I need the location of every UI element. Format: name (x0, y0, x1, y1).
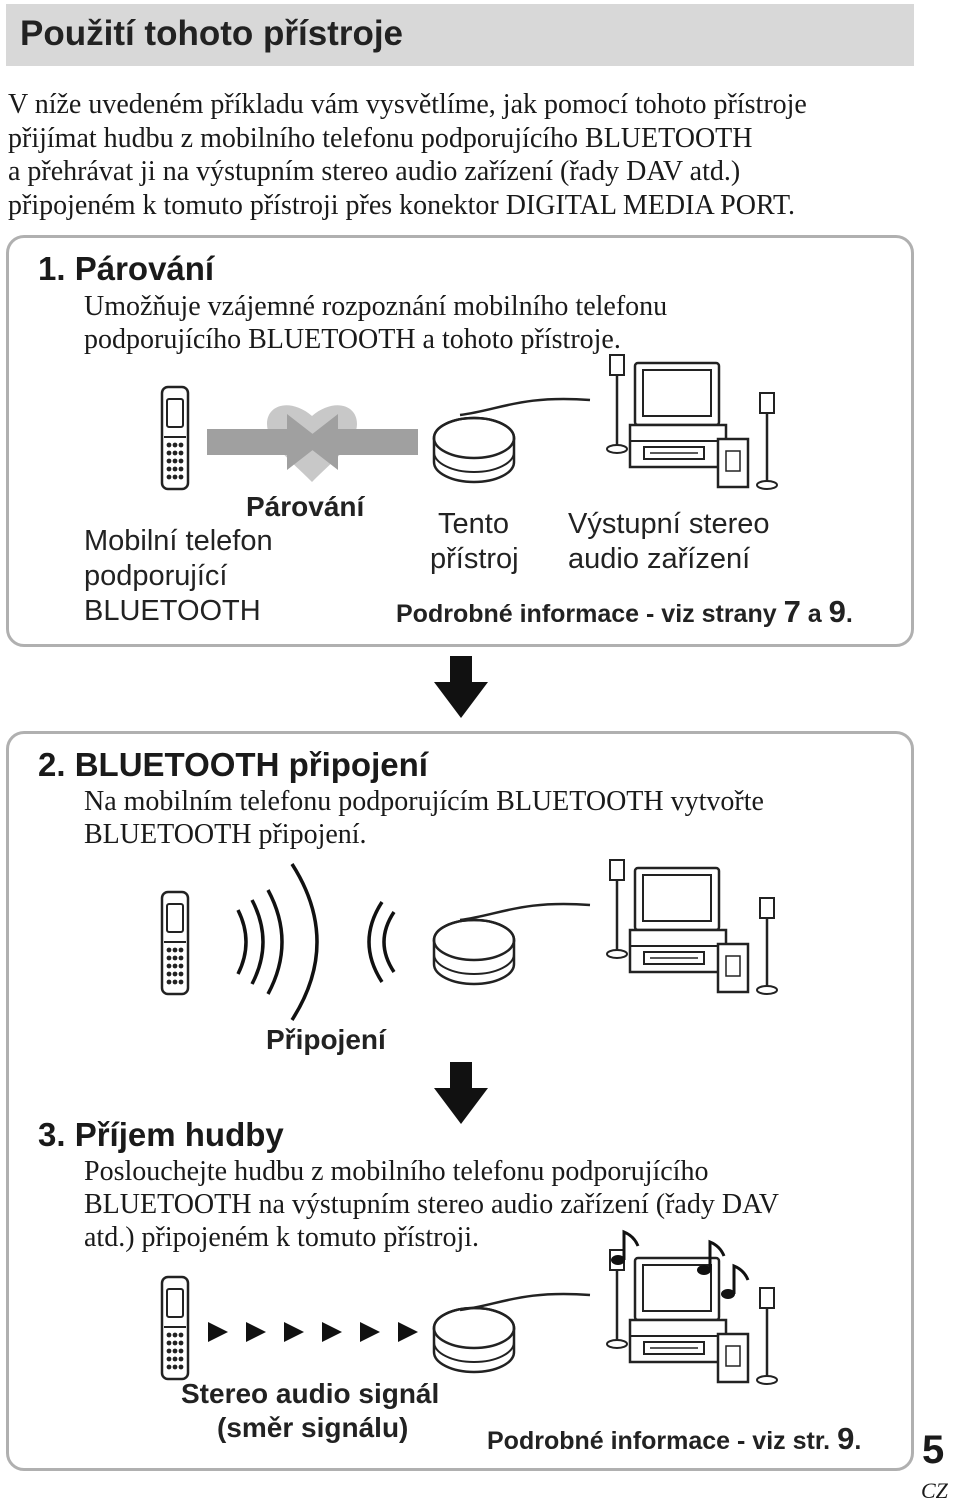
signal-label-line-2: (směr signálu) (217, 1412, 409, 1443)
music-note-icon (697, 1239, 726, 1275)
step3-heading: 3. Příjem hudby (38, 1116, 284, 1154)
step3-ref-prefix: Podrobné informace - viz str. (487, 1427, 838, 1455)
step1-ref-page-b: 9 (828, 594, 846, 629)
page-number: 5 (922, 1428, 945, 1472)
arrow-down-icon (434, 656, 488, 718)
bluetooth-adapter-icon (432, 918, 516, 986)
pairing-label: Párování (246, 491, 365, 522)
radio-waves-icon (236, 863, 396, 1021)
mobile-phone-icon (160, 385, 190, 491)
step1-number: 1. (38, 250, 66, 287)
home-theater-icon (458, 858, 779, 996)
step2-body-line-1: Na mobilním telefonu podporujícím BLUETO… (84, 786, 764, 817)
bluetooth-adapter-icon (432, 416, 516, 484)
output-label-line-2: audio zařízení (568, 543, 751, 575)
step2-number: 2. (38, 746, 66, 783)
step3-title: Příjem hudby (74, 1116, 284, 1153)
step1-title: Párování (74, 250, 215, 287)
step3-reference: Podrobné informace - viz str. 9. (487, 1421, 861, 1457)
step1-ref-prefix: Podrobné informace - viz strany (396, 600, 784, 628)
connection-label: Připojení (266, 1024, 386, 1055)
step1-ref-and: a (800, 600, 829, 628)
language-code: CZ (921, 1478, 948, 1503)
bluetooth-adapter-icon (432, 1306, 516, 1374)
step3-ref-page: 9 (837, 1421, 855, 1456)
mobile-phone-icon (160, 890, 190, 996)
signal-label-line-1: Stereo audio signál (181, 1378, 440, 1409)
page-title: Použití tohoto přístroje (20, 14, 404, 53)
pairing-heart-icon (207, 405, 418, 482)
signal-direction-icon (208, 1322, 418, 1342)
output-label-line-1: Výstupní stereo (568, 508, 770, 540)
phone-label-line-3: BLUETOOTH (84, 595, 261, 627)
title-bar (6, 4, 914, 66)
step1-body-line-2: podporujícího BLUETOOTH a tohoto přístro… (84, 324, 621, 355)
unit-label-line-2: přístroj (430, 543, 519, 575)
step3-body-line-3: atd.) připojeném k tomuto přístroji. (84, 1222, 480, 1253)
step3-body-line-2: BLUETOOTH na výstupním stereo audio zaří… (84, 1189, 779, 1220)
step3-number: 3. (38, 1116, 66, 1153)
intro-line-2: přijímat hudbu z mobilního telefonu podp… (8, 123, 753, 154)
intro-line-4: připojeném k tomuto přístroji přes konek… (8, 190, 795, 221)
step1-heading: 1. Párování (38, 250, 214, 288)
intro-line-3: a přehrávat ji na výstupním stereo audio… (8, 156, 741, 187)
step2-body-line-2: BLUETOOTH připojení. (84, 819, 367, 850)
phone-label-line-1: Mobilní telefon (84, 525, 273, 557)
step1-ref-suffix: . (845, 600, 853, 628)
step2-heading: 2. BLUETOOTH připojení (38, 746, 428, 784)
step1-reference: Podrobné informace - viz strany 7 a 9. (396, 594, 853, 630)
music-note-icon (721, 1263, 750, 1299)
step2-title: BLUETOOTH připojení (74, 746, 428, 783)
unit-label-line-1: Tento (438, 508, 509, 540)
intro-line-1: V níže uvedeném příkladu vám vysvětlíme,… (8, 89, 807, 120)
step3-ref-suffix: . (854, 1427, 862, 1455)
phone-label-line-2: podporující (84, 560, 228, 592)
home-theater-icon (458, 353, 779, 491)
arrow-down-icon (434, 1062, 488, 1124)
step1-ref-page-a: 7 (783, 594, 801, 629)
mobile-phone-icon (160, 1275, 190, 1381)
step3-body-line-1: Poslouchejte hudbu z mobilního telefonu … (84, 1156, 709, 1187)
step1-body-line-1: Umožňuje vzájemné rozpoznání mobilního t… (84, 291, 668, 322)
home-theater-icon (458, 1248, 779, 1386)
music-note-icon (611, 1229, 640, 1265)
